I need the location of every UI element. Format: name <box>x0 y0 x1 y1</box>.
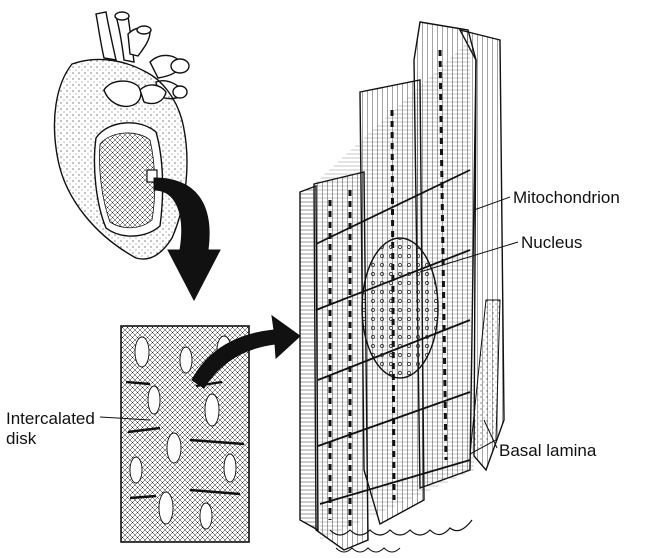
intercalated-disk-label-line2: disk <box>6 429 36 449</box>
basal-lamina-label: Basal lamina <box>499 441 596 461</box>
intercalated-disk-label-line1: Intercalated <box>6 409 95 429</box>
nucleus-label: Nucleus <box>521 233 582 253</box>
mitochondrion-label: Mitochondrion <box>513 188 620 208</box>
muscle-cell-block <box>300 22 504 552</box>
heart-drawing <box>54 12 189 259</box>
